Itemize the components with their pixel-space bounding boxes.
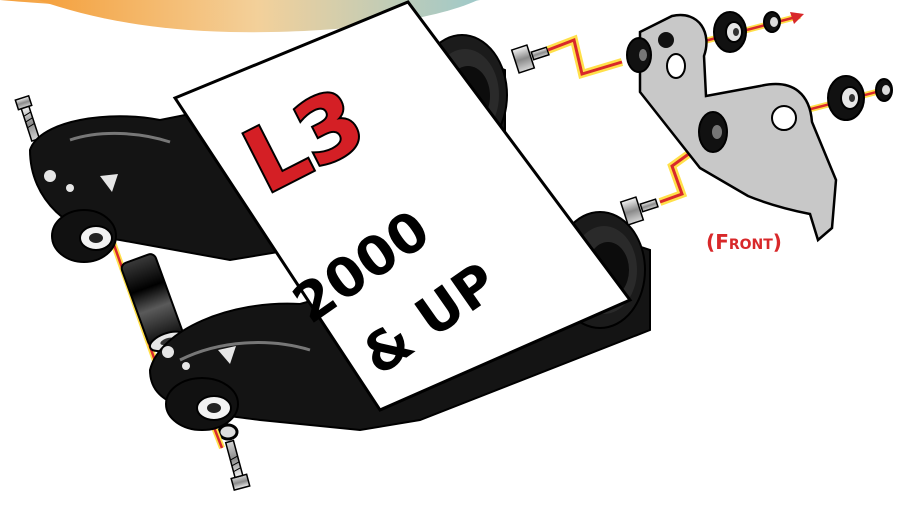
upper-rubber-bushing-icon [626,37,652,73]
top-left-bolt-icon [14,94,41,143]
upper-hex-nut-icon [510,44,550,74]
upper-end-nut-icon [763,11,781,33]
upper-shock-eye-icon [44,170,118,263]
lower-end-nut-icon [875,78,893,102]
application-card: L3 2000 & UP [172,0,633,412]
upper-outer-bushing-icon [713,11,747,53]
lower-shock-eye-icon [162,346,239,431]
front-label: (Front) [706,230,782,254]
bottom-left-washer-icon [217,423,239,441]
lower-outer-bushing-icon [827,75,865,121]
lower-hex-nut-icon [619,196,659,226]
bottom-left-bolt-icon [224,439,251,491]
lower-rubber-bushing-icon [698,111,728,153]
mounting-bracket-icon [638,13,838,243]
